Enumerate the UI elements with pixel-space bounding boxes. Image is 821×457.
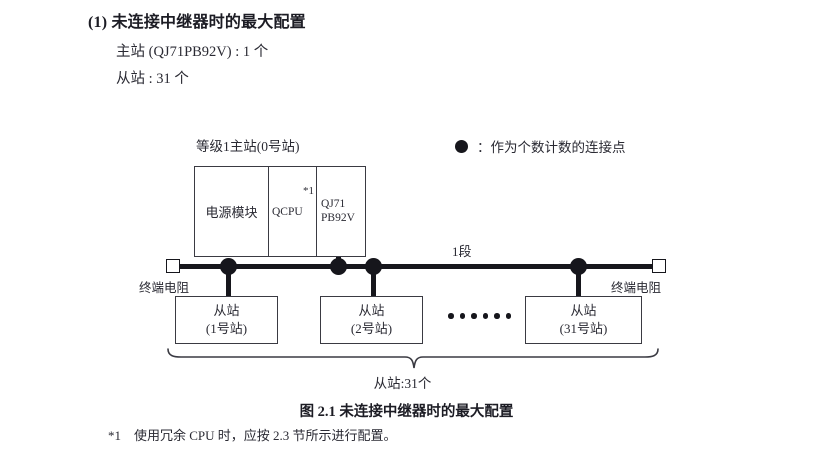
slave-2-station: (2号站) xyxy=(350,321,393,336)
cpu-label: QCPU xyxy=(272,205,303,218)
section-title: (1) 未连接中继器时的最大配置 xyxy=(88,14,306,31)
ellipsis-dot xyxy=(494,313,500,319)
connection-node-master xyxy=(330,258,347,275)
rack-cell-network-module: QJ71 PB92V xyxy=(317,167,365,256)
terminating-resistor-left-icon xyxy=(166,259,180,273)
rack-cell-cpu: QCPU *1 xyxy=(269,167,317,256)
figure-caption-text: 图 2.1 未连接中继器时的最大配置 xyxy=(299,404,514,420)
network-module-line1: QJ71 xyxy=(321,197,346,210)
rack-cell-power-module: 电源模块 xyxy=(195,167,269,256)
section-line-slave: 从站 : 31 个 xyxy=(116,71,189,87)
ellipsis-dot xyxy=(459,313,465,319)
cpu-footnote-mark: *1 xyxy=(303,185,314,197)
slave-31-drop-line xyxy=(576,266,581,297)
ellipsis-dot xyxy=(448,313,454,319)
master-rack: 电源模块 QCPU *1 QJ71 PB92V xyxy=(194,166,366,257)
figure-caption: 图 2.1 未连接中继器时的最大配置 xyxy=(0,400,821,421)
terminating-resistor-right-label: 终端电阻 xyxy=(611,281,662,295)
legend-label: 作为个数计数的连接点 xyxy=(490,140,626,155)
slave-1-drop-line xyxy=(226,266,231,297)
terminating-resistor-left-label: 终端电阻 xyxy=(139,281,190,295)
slave-group-brace xyxy=(165,348,661,370)
legend: ： 作为个数计数的连接点 xyxy=(455,136,626,156)
ellipsis-dot xyxy=(482,313,488,319)
slave-1-name: 从站 xyxy=(213,303,240,319)
slave-31-station: (31号站) xyxy=(559,321,608,336)
footnote: *1 使用冗余 CPU 时，应按 2.3 节所示进行配置。 xyxy=(108,425,397,444)
bus-line xyxy=(176,264,660,269)
terminating-resistor-right-icon xyxy=(652,259,666,273)
section-line-master: 主站 (QJ71PB92V) : 1 个 xyxy=(116,44,269,60)
power-module-label: 电源模块 xyxy=(205,205,258,220)
slave-total-caption: 从站:31个 xyxy=(0,372,821,392)
footnote-mark: *1 xyxy=(108,428,121,443)
ellipsis-dots-icon xyxy=(448,313,511,319)
segment-label: 1段 xyxy=(452,244,472,259)
slave-total-text: 从站:31个 xyxy=(373,376,432,391)
slave-2-name: 从站 xyxy=(358,303,385,319)
legend-separator: ： xyxy=(477,140,491,155)
slave-station-box-1: 从站 (1号站) xyxy=(175,296,278,344)
slave-station-box-2: 从站 (2号站) xyxy=(320,296,423,344)
filled-circle-icon xyxy=(455,139,468,153)
ellipsis-dot xyxy=(505,313,511,319)
slave-2-drop-line xyxy=(371,266,376,297)
slave-31-name: 从站 xyxy=(570,303,597,319)
network-module-label: QJ71 PB92V xyxy=(321,198,355,225)
footnote-text: 使用冗余 CPU 时，应按 2.3 节所示进行配置。 xyxy=(134,428,397,443)
slave-station-box-31: 从站 (31号站) xyxy=(525,296,642,344)
slave-1-station: (1号站) xyxy=(205,321,248,336)
brace-icon xyxy=(167,348,659,369)
master-station-label: 等级1主站(0号站) xyxy=(196,139,300,154)
network-module-line2: PB92V xyxy=(321,211,355,224)
ellipsis-dot xyxy=(471,313,477,319)
